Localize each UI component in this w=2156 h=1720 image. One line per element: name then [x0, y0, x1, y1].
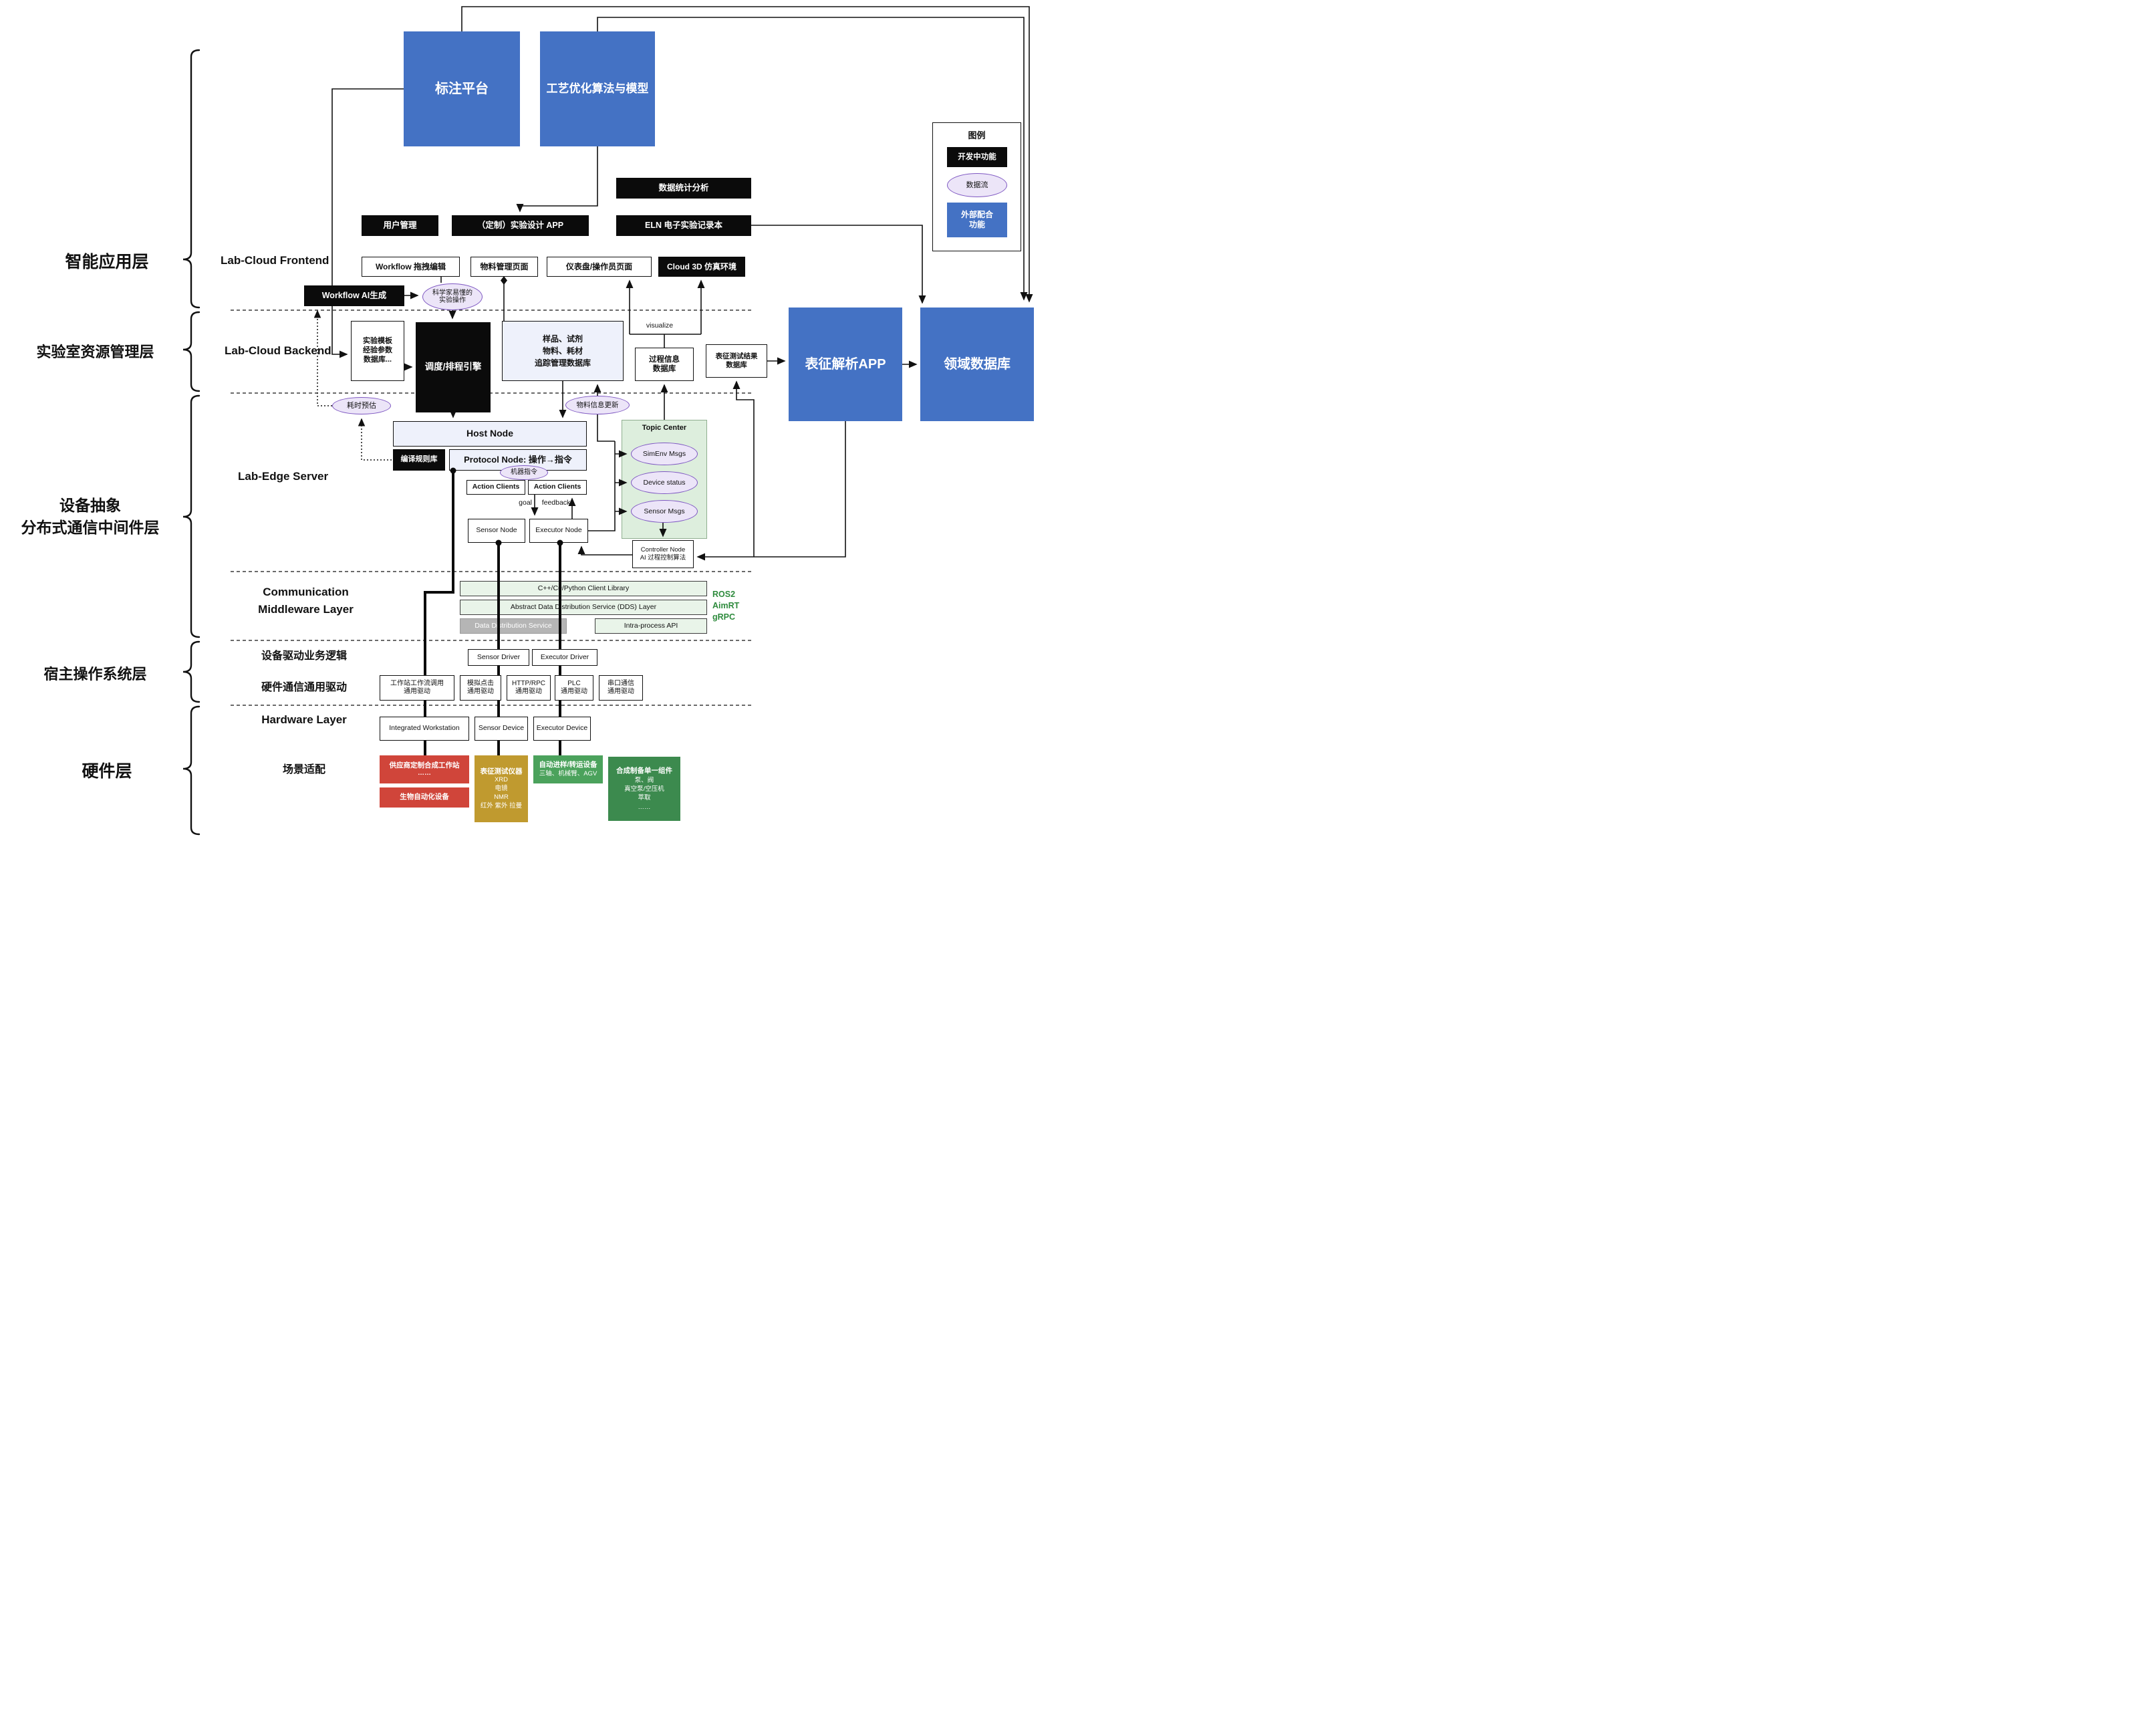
legend-dev-item: 开发中功能	[947, 147, 1007, 167]
node-ws-driver: 工作站工作流调用 通用驱动	[380, 675, 454, 701]
node-intra-api: Intra-process API	[595, 618, 707, 634]
node-sensor-device: Sensor Device	[475, 717, 528, 741]
node-process-db: 过程信息 数据库	[635, 348, 694, 381]
node-transfer-device: 自动进样/转运设备 三轴、机械臂、AGV	[533, 755, 603, 783]
node-data-stats: 数据统计分析	[616, 178, 751, 199]
node-plc-driver: PLC 通用驱动	[555, 675, 593, 701]
section-hw-driver: 硬件通信通用驱动	[261, 682, 347, 693]
pill-device-status: Device status	[631, 471, 698, 494]
layer-label-hostos: 宿主操作系统层	[43, 666, 147, 683]
node-dds-layer: Abstract Data Distribution Service (DDS)…	[460, 600, 707, 615]
node-material-page: 物料管理页面	[470, 257, 538, 277]
synth-body: 泵、阀 真空泵/空压机 萃取 ……	[624, 776, 664, 811]
node-click-driver: 模拟点击 通用驱动	[460, 675, 501, 701]
node-workflow-ai: Workflow AI生成	[304, 285, 404, 306]
node-sensor-node: Sensor Node	[468, 519, 525, 543]
layer-label-device: 设备抽象 分布式通信中间件层	[21, 497, 160, 537]
architecture-diagram: 图例 开发中功能 数据流 外部配合 功能 智能应用层 实验室资源管理层 设备抽象…	[0, 0, 1048, 836]
node-annotation-platform: 标注平台	[404, 31, 520, 146]
node-executor-driver: Executor Driver	[532, 649, 597, 666]
layer-braces	[182, 49, 200, 836]
node-process-optimization: 工艺优化算法与模型	[540, 31, 655, 146]
node-template-db: 实验模板 经验参数 数据库...	[351, 321, 404, 381]
pill-simenv-msgs: SimEnv Msgs	[631, 443, 698, 465]
node-compile-rules: 编译规则库	[393, 449, 445, 471]
transfer-title: 自动进样/转运设备	[539, 761, 597, 769]
node-eln: ELN 电子实验记录本	[616, 215, 751, 236]
node-integrated-workstation: Integrated Workstation	[380, 717, 469, 741]
char-instruments-title: 表征测试仪器	[480, 767, 523, 776]
transfer-body: 三轴、机械臂、AGV	[539, 769, 597, 777]
section-edge: Lab-Edge Server	[238, 470, 329, 483]
layer-label-hardware: 硬件层	[82, 762, 132, 781]
pill-sensor-msgs: Sensor Msgs	[631, 500, 698, 523]
node-executor-device: Executor Device	[533, 717, 591, 741]
node-host-node: Host Node	[393, 421, 587, 447]
node-action-clients-2: Action Clients	[528, 480, 587, 495]
node-dashboard-page: 仪表盘/操作员页面	[547, 257, 652, 277]
node-sensor-driver: Sensor Driver	[468, 649, 529, 666]
vendor-body: ……	[418, 769, 431, 777]
node-vendor-workstation: 供应商定制合成工作站 ……	[380, 755, 469, 783]
pill-material-update: 物料信息更新	[565, 396, 630, 414]
node-char-analysis-app: 表征解析APP	[789, 308, 902, 421]
node-synth-components: 合成制备单一组件 泵、阀 真空泵/空压机 萃取 ……	[608, 757, 680, 821]
node-executor-node: Executor Node	[529, 519, 588, 543]
label-goal: goal	[519, 499, 532, 507]
node-action-clients-1: Action Clients	[466, 480, 525, 495]
node-scheduler: 调度/排程引擎	[416, 322, 491, 412]
aggregation-diamond	[501, 276, 507, 285]
legend-dataflow-item: 数据流	[947, 173, 1007, 197]
node-custom-exp-app: （定制）实验设计 APP	[452, 215, 589, 236]
char-instruments-body: XRD 电镜 NMR 红外 紫外 拉曼	[480, 776, 523, 810]
node-bio-automation: 生物自动化设备	[380, 787, 469, 808]
pill-machine-cmd: 机器指令	[500, 465, 548, 480]
label-middleware-stack: ROS2 AimRT gRPC	[712, 590, 740, 622]
node-controller-node: Controller Node AI 过程控制算法	[632, 540, 694, 568]
node-serial-driver: 串口通信 通用驱动	[599, 675, 643, 701]
section-driver-logic: 设备驱动业务逻辑	[261, 650, 347, 662]
section-frontend: Lab-Cloud Frontend	[221, 254, 329, 267]
node-workflow-editor: Workflow 拖拽编辑	[362, 257, 460, 277]
pill-scientist-ops: 科学家易懂的 实验操作	[422, 283, 483, 310]
section-comm: Communication Middleware Layer	[258, 586, 354, 616]
legend-title: 图例	[968, 130, 986, 140]
section-hw-layer: Hardware Layer	[261, 713, 347, 726]
label-feedback: feedback	[541, 499, 571, 507]
synth-title: 合成制备单一组件	[616, 767, 672, 775]
node-cloud3d: Cloud 3D 仿真环境	[658, 257, 745, 277]
vendor-title: 供应商定制合成工作站	[389, 761, 460, 769]
node-char-instruments: 表征测试仪器 XRD 电镜 NMR 红外 紫外 拉曼	[475, 755, 528, 822]
legend-external-item: 外部配合 功能	[947, 203, 1007, 237]
pill-time-estimate: 耗时预估	[332, 397, 391, 414]
label-visualize: visualize	[646, 322, 674, 330]
node-http-driver: HTTP/RPC 通用驱动	[507, 675, 551, 701]
node-char-result-db: 表征测试结果 数据库	[706, 344, 767, 378]
layer-label-app: 智能应用层	[65, 253, 149, 271]
section-scene: 场景适配	[282, 764, 325, 775]
node-sample-db: 样品、试剂 物料、耗材 追踪管理数据库	[502, 321, 624, 381]
layer-label-resource: 实验室资源管理层	[36, 344, 154, 360]
topic-center-title: Topic Center	[642, 424, 687, 432]
section-backend: Lab-Cloud Backend	[225, 344, 331, 357]
node-client-library: C++/C#/Python Client Library	[460, 581, 707, 596]
node-domain-db: 领域数据库	[920, 308, 1034, 421]
node-user-mgmt: 用户管理	[362, 215, 438, 236]
node-dds-service: Data Distribution Service	[460, 618, 567, 634]
